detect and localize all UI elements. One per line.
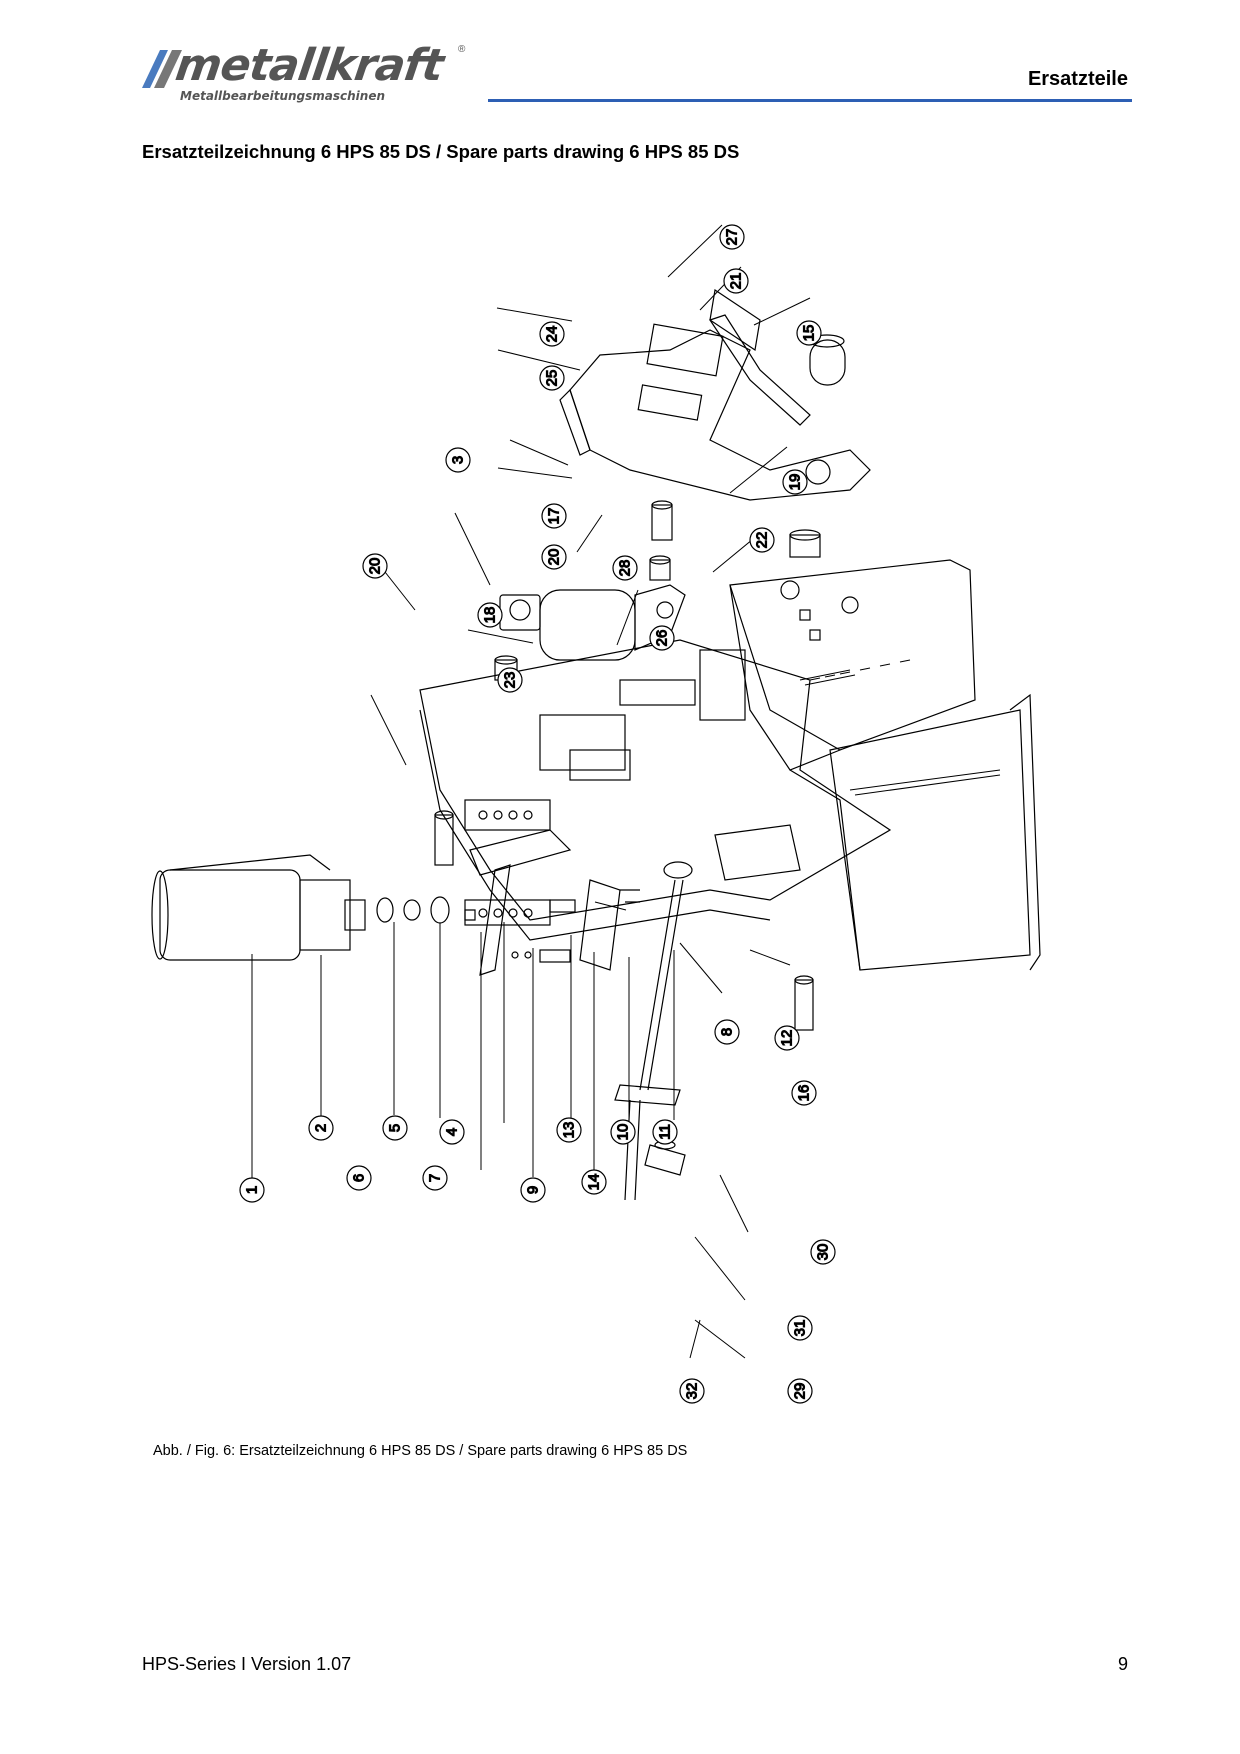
callout-5: 5 [382, 1115, 408, 1141]
callout-label: 17 [546, 508, 563, 525]
callout-label: 14 [586, 1174, 603, 1191]
callout-label: 13 [561, 1122, 578, 1139]
callout-label: 24 [544, 326, 561, 343]
footer-version: HPS-Series I Version 1.07 [142, 1654, 352, 1674]
callout-31: 31 [787, 1315, 813, 1341]
valve-block [479, 864, 640, 976]
control-cabinet [714, 559, 1041, 971]
callout-6: 6 [346, 1165, 372, 1191]
callout-4: 4 [439, 1119, 465, 1145]
callout-label: 30 [815, 1244, 832, 1261]
callout-label: 21 [728, 273, 745, 290]
callout-23: 23 [497, 667, 523, 693]
callout-label: 32 [684, 1383, 701, 1400]
callout-label: 29 [792, 1383, 809, 1400]
callout-20: 20 [362, 553, 388, 579]
callout-label: 2 [313, 1124, 330, 1132]
callout-25: 25 [539, 365, 565, 391]
callout-label: 28 [617, 560, 634, 577]
callout-20: 20 [541, 544, 567, 570]
registered-mark: ® [458, 44, 466, 55]
top-lever-assembly [559, 288, 871, 501]
callout-13: 13 [556, 1117, 582, 1143]
callout-label: 5 [387, 1124, 404, 1132]
callout-15: 15 [796, 320, 822, 346]
callout-18: 18 [477, 602, 503, 628]
callout-label: 20 [367, 558, 384, 575]
callout-label: 7 [427, 1174, 444, 1182]
section-title: Ersatzteile [1027, 68, 1128, 90]
callout-label: 6 [351, 1174, 368, 1182]
callout-label: 11 [657, 1124, 674, 1140]
callout-26: 26 [649, 625, 675, 651]
callout-label: 8 [719, 1028, 736, 1036]
callout-14: 14 [581, 1169, 607, 1195]
callout-label: 3 [450, 456, 467, 464]
callout-label: 1 [244, 1186, 261, 1194]
base-plate [419, 639, 892, 941]
callout-1: 1 [239, 1177, 265, 1203]
drive-shaft [614, 861, 693, 1201]
callout-label: 16 [796, 1085, 813, 1102]
callout-label: 4 [444, 1128, 461, 1136]
callout-9: 9 [520, 1177, 546, 1203]
callout-27: 27 [719, 224, 745, 250]
callout-24: 24 [539, 321, 565, 347]
callout-29: 29 [787, 1378, 813, 1404]
callout-label: 27 [724, 229, 741, 246]
brand-tagline: Metallbearbeitungsmaschinen [180, 89, 386, 103]
callout-19: 19 [782, 469, 808, 495]
callout-label: 31 [792, 1320, 809, 1337]
callout-12: 12 [774, 1025, 800, 1051]
callout-label: 25 [544, 370, 561, 387]
brand-logo: metallkraft ® Metallbearbeitungsmaschine… [140, 40, 470, 104]
page-number: 9 [1117, 1654, 1128, 1674]
callout-label: 26 [654, 630, 671, 647]
callout-3: 3 [445, 447, 471, 473]
callout-label: 18 [482, 607, 499, 624]
callout-label: 20 [546, 549, 563, 566]
brand-wordmark: metallkraft [172, 40, 447, 91]
callout-label: 12 [779, 1030, 796, 1047]
callout-30: 30 [810, 1239, 836, 1265]
hydraulic-cylinder [499, 584, 686, 661]
callout-21: 21 [723, 268, 749, 294]
callout-17: 17 [541, 503, 567, 529]
callout-10: 10 [610, 1119, 636, 1145]
callout-32: 32 [679, 1378, 705, 1404]
header-divider [488, 99, 1132, 102]
logo-mark-icon [142, 50, 182, 88]
figure-caption: Abb. / Fig. 6: Ersatzteilzeichnung 6 HPS… [153, 1443, 688, 1459]
callout-label: 23 [502, 672, 519, 689]
page-title: Ersatzteilzeichnung 6 HPS 85 DS / Spare … [142, 141, 740, 162]
spare-parts-drawing: 1234567891011121314151617181920202122232… [151, 224, 1041, 1404]
callout-label: 10 [615, 1124, 632, 1141]
pump-motor [151, 854, 476, 961]
callout-28: 28 [612, 555, 638, 581]
callout-label: 19 [787, 474, 804, 491]
callout-label: 22 [754, 532, 771, 549]
callout-7: 7 [422, 1165, 448, 1191]
callout-label: 15 [801, 325, 818, 342]
callout-16: 16 [791, 1080, 817, 1106]
leader-lines [251, 224, 811, 1359]
callout-11: 11 [652, 1119, 678, 1145]
callout-22: 22 [749, 527, 775, 553]
callout-8: 8 [714, 1019, 740, 1045]
bushings [434, 500, 821, 1031]
callout-label: 9 [525, 1186, 542, 1194]
callout-2: 2 [308, 1115, 334, 1141]
